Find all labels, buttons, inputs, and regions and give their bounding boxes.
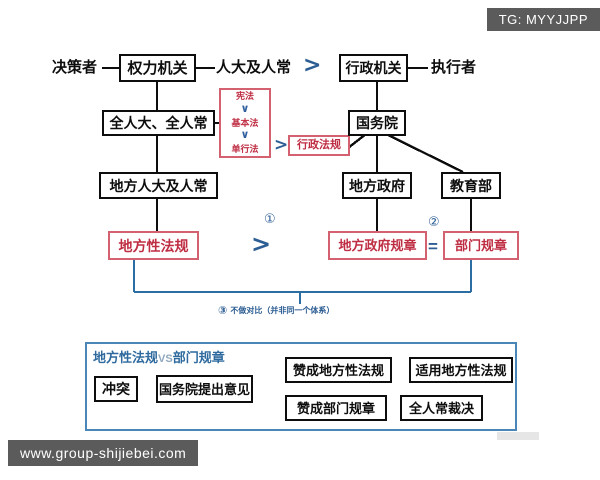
box-conflict[interactable]: 冲突 (94, 376, 138, 402)
box-administrative-regulation[interactable]: 行政法规 (288, 135, 350, 156)
box-national-npc[interactable]: 全人大、全人常 (102, 110, 215, 136)
equals-mark: = (428, 237, 438, 256)
chevron-greater-admin: > (274, 135, 289, 155)
law-separate-law: 单行法 (231, 144, 259, 154)
box-favor-local-regulation[interactable]: 赞成地方性法规 (285, 357, 392, 383)
marker-circle-one: ① (264, 212, 276, 227)
chevron-down-icon-2: ∨ (240, 129, 250, 142)
box-state-council-opinion[interactable]: 国务院提出意见 (156, 375, 253, 403)
panel-title-right: 部门规章 (172, 350, 225, 365)
marker-circle-three: ③ (218, 304, 228, 317)
law-hierarchy-panel: 宪法 ∨ 基本法 ∨ 单行法 (219, 88, 271, 158)
note-not-comparable: ③ 不做对比（并非同一个体系） (218, 305, 334, 316)
box-npc-standing-committee-ruling[interactable]: 全人常裁决 (400, 395, 483, 421)
box-department-rule[interactable]: 部门规章 (443, 231, 519, 260)
marker-circle-two: ② (428, 215, 440, 230)
law-basic-law: 基本法 (231, 117, 259, 128)
box-local-npc[interactable]: 地方人大及人常 (99, 172, 218, 199)
box-apply-local-regulation[interactable]: 适用地方性法规 (409, 357, 513, 383)
box-power-organ[interactable]: 权力机关 (119, 54, 196, 82)
box-local-regulation[interactable]: 地方性法规 (108, 231, 199, 260)
law-constitution: 宪法 (235, 91, 254, 101)
label-policy-maker: 决策者 (52, 59, 98, 76)
chevron-greater-one: > (251, 230, 272, 258)
faint-watermark (497, 432, 539, 440)
note-not-comparable-text: 不做对比（并非同一个体系） (230, 305, 335, 315)
chevron-down-icon-1: ∨ (240, 102, 250, 115)
label-executor: 执行者 (431, 59, 477, 76)
box-state-council[interactable]: 国务院 (348, 110, 406, 136)
box-administrative-organ[interactable]: 行政机关 (339, 54, 408, 82)
site-watermark-tag: www.group-shijiebei.com (8, 440, 199, 466)
panel-title: 地方性法规VS部门规章 (93, 351, 225, 365)
telegram-watermark-tag: TG: MYYJJPP (486, 8, 600, 31)
panel-title-vs: VS (158, 353, 173, 365)
box-local-government-rule[interactable]: 地方政府规章 (328, 231, 427, 260)
panel-title-left: 地方性法规 (93, 350, 159, 365)
label-npc-and-standing-committee: 人大及人常 (216, 59, 292, 76)
chevron-greater-top: > (303, 53, 322, 78)
box-education-ministry[interactable]: 教育部 (441, 172, 501, 199)
box-local-government[interactable]: 地方政府 (342, 172, 412, 199)
box-favor-department-rule[interactable]: 赞成部门规章 (285, 395, 387, 421)
